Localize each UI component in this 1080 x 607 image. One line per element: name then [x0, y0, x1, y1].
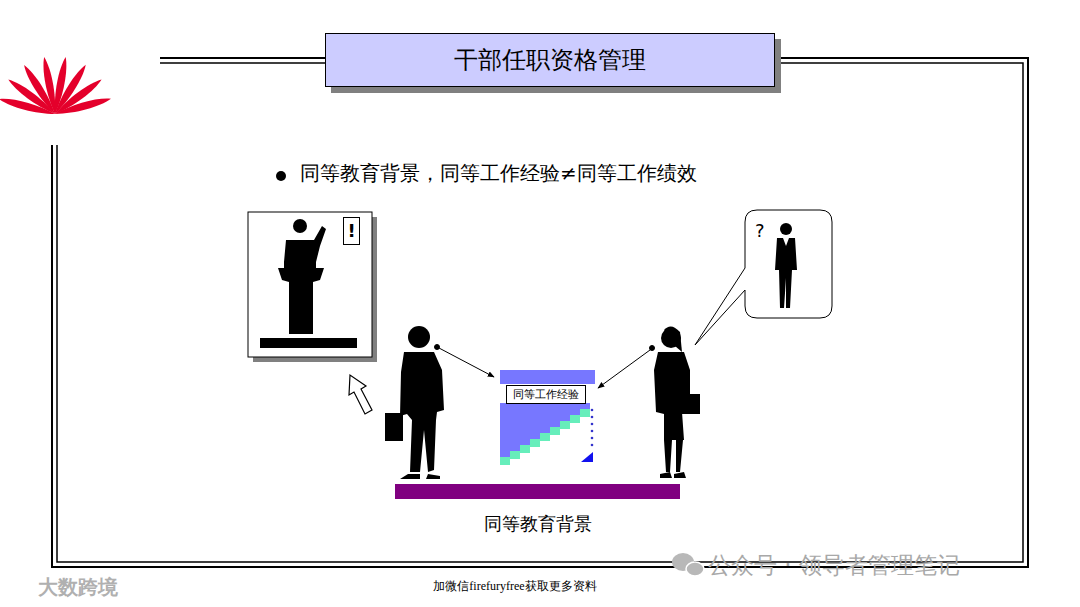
footer-note: 加微信firefuryfree获取更多资料: [433, 578, 596, 595]
speech-bubble: [695, 210, 832, 345]
leader-line: [439, 348, 494, 377]
experience-staircase: [550, 427, 560, 435]
woman-silhouette: [654, 326, 700, 478]
woman-silhouette: [678, 394, 700, 414]
speaker-picture: [284, 226, 326, 275]
node-text: 同等教育背景: [395, 513, 680, 535]
experience-staircase: [570, 415, 580, 423]
experience-staircase: [591, 430, 594, 433]
hollow-arrow: [349, 375, 372, 414]
node-text: !: [344, 218, 359, 244]
logo-fan: [54, 95, 112, 117]
experience-staircase: [530, 439, 540, 447]
woman-silhouette: [664, 440, 683, 472]
speech-bubble: [780, 223, 792, 235]
woman-silhouette: [664, 326, 682, 352]
frame-border: [52, 58, 1028, 567]
experience-staircase: [560, 421, 570, 429]
watermark: 公众号 · 领导者管理笔记: [708, 550, 960, 581]
leader-line: [435, 345, 655, 389]
logo-fan: [0, 56, 112, 117]
bullet-text: 同等教育背景，同等工作经验≠同等工作绩效: [300, 160, 697, 187]
speech-bubble: [775, 238, 797, 308]
bullet-dot: [276, 171, 286, 181]
experience-box: 同等工作经验: [506, 385, 586, 404]
exclaim-box: !: [343, 217, 360, 245]
leader-line: [435, 345, 440, 350]
experience-staircase: [520, 445, 530, 453]
experience-staircase: [581, 452, 593, 462]
woman-silhouette: [660, 472, 686, 478]
experience-staircase: [591, 437, 594, 440]
man-silhouette: [385, 413, 403, 441]
title-box: 干部任职资格管理: [325, 33, 775, 87]
speaker-picture: [278, 268, 324, 334]
experience-staircase: [500, 457, 510, 465]
speaker-picture: [293, 219, 307, 233]
experience-staircase: [540, 433, 550, 441]
speaker-picture: [248, 212, 372, 357]
experience-staircase: [500, 403, 590, 457]
frame-border: [52, 58, 1028, 567]
experience-staircase: [500, 370, 595, 465]
education-bar: 同等教育背景: [395, 484, 680, 536]
speech-bubble: [783, 238, 789, 246]
wechat-icon: [672, 553, 704, 576]
experience-staircase: [591, 409, 594, 412]
leader-line: [598, 350, 650, 388]
title-text: 干部任职资格管理: [454, 44, 646, 76]
experience-staircase: [591, 444, 594, 447]
watermark: 大数跨境: [38, 574, 118, 601]
man-silhouette: [408, 326, 430, 348]
speaker-picture: [260, 338, 357, 348]
speech-bubble: [695, 210, 832, 345]
experience-staircase: [510, 451, 520, 459]
speaker-picture: [248, 212, 377, 362]
node-text: 同等工作经验: [513, 388, 579, 401]
purple-bar: [395, 484, 680, 499]
experience-staircase: [591, 423, 594, 426]
experience-staircase: [580, 409, 590, 417]
man-silhouette: [385, 326, 444, 479]
man-silhouette: [400, 474, 440, 479]
experience-staircase: [500, 370, 595, 384]
man-silhouette: [400, 352, 444, 472]
leader-line: [650, 346, 655, 351]
question-bubble: ?: [745, 210, 832, 318]
wechat-icon: [686, 562, 704, 576]
frame-border: [57, 63, 1023, 562]
experience-staircase: [591, 416, 594, 419]
node-text: ?: [755, 220, 832, 242]
